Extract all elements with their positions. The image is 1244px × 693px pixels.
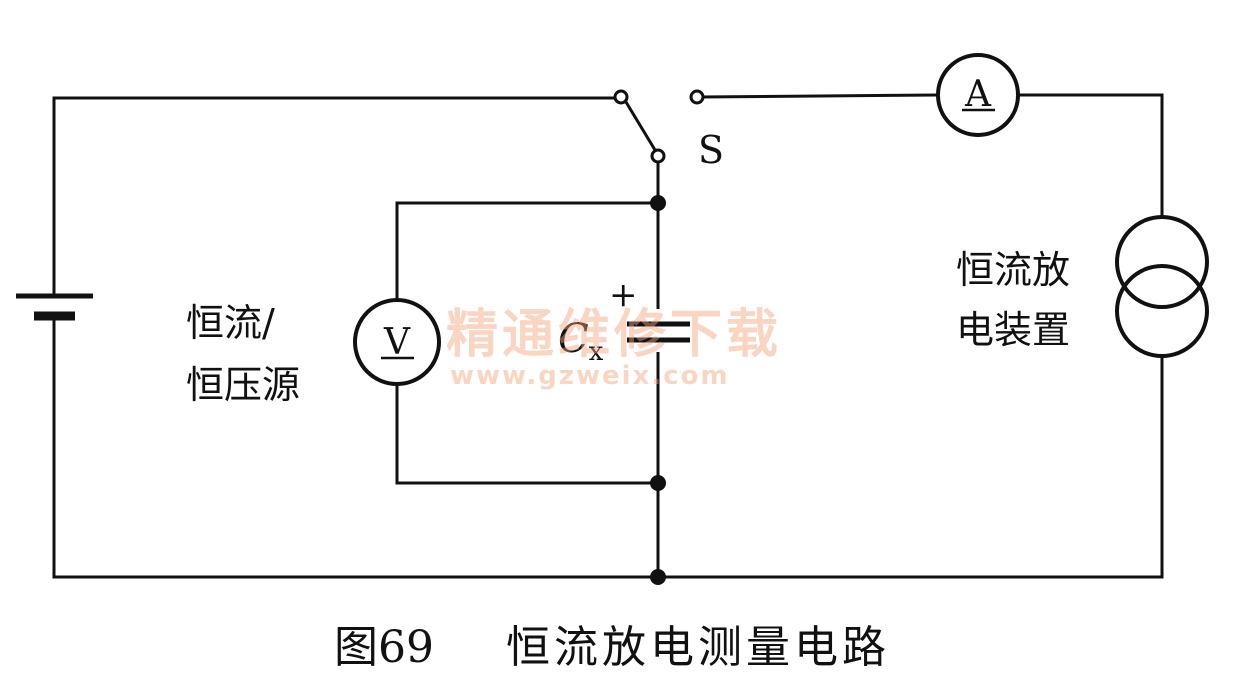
junction-top (650, 195, 666, 211)
battery-symbol (16, 293, 93, 321)
source-label-line2: 恒压源 (186, 363, 300, 407)
junction-nodes (650, 195, 666, 585)
capacitor-plus-sign: + (609, 275, 638, 315)
discharge-device-label-line2: 电装置 (956, 308, 1070, 352)
watermark-url: www.gzweix.com (450, 361, 730, 391)
source-label-line1: 恒流/ (186, 301, 275, 345)
ammeter (936, 53, 1020, 137)
capacitor-letter: C (558, 316, 589, 362)
ammeter-label: A (964, 74, 992, 115)
figure-title: 恒流放电测量电路 (506, 622, 890, 673)
capacitor-cx (627, 321, 690, 343)
switch-terminal-bottom (650, 148, 666, 164)
switch-terminal-right (689, 89, 705, 105)
switch-label: S (698, 128, 724, 172)
constant-current-source (1115, 215, 1209, 358)
switch-terminal-left (613, 89, 629, 105)
voltmeter-label: V (383, 322, 411, 363)
figure-number: 图69 (334, 622, 434, 673)
circuit-wires (52, 93, 1164, 579)
voltmeter (353, 298, 441, 386)
junction-bottom (650, 569, 666, 585)
junction-middle (650, 475, 666, 491)
watermark-title: 精通维修下载 (446, 305, 782, 365)
capacitor-label: Cx (558, 316, 604, 367)
switch-s (613, 89, 705, 164)
capacitor-subscript: x (589, 337, 604, 367)
discharge-device-label-line1: 恒流放 (956, 248, 1070, 292)
